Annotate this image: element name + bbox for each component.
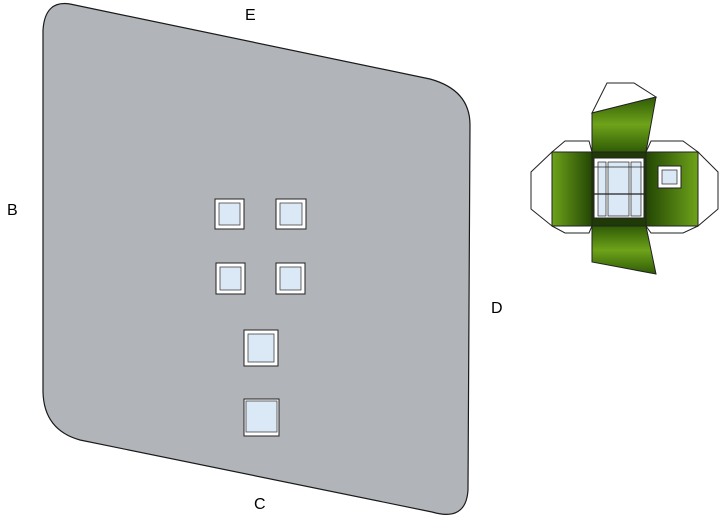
window-middle-right: [275, 262, 306, 295]
window-top-right: [275, 198, 307, 230]
window-top-left: [214, 198, 245, 230]
net-left-foot: [551, 225, 593, 234]
net-left-flap: [551, 151, 593, 227]
label-bottom-c: C: [254, 496, 266, 513]
label-left-b: B: [7, 202, 18, 219]
label-right-d: D: [491, 300, 503, 317]
net-bottom-flap: [591, 225, 657, 275]
net-right-end: [697, 150, 719, 228]
window-middle-left: [215, 262, 246, 295]
window-lower: [243, 329, 279, 367]
wall-panel: [42, 2, 471, 515]
net-left-end: [530, 150, 553, 228]
label-top-e: E: [245, 7, 256, 24]
net-right-foot: [645, 225, 699, 234]
net-right-cap: [645, 140, 700, 153]
window-bottom: [243, 398, 280, 437]
box-net: [530, 82, 719, 275]
net-left-cap: [550, 140, 593, 153]
net-right-flap: [645, 151, 699, 227]
